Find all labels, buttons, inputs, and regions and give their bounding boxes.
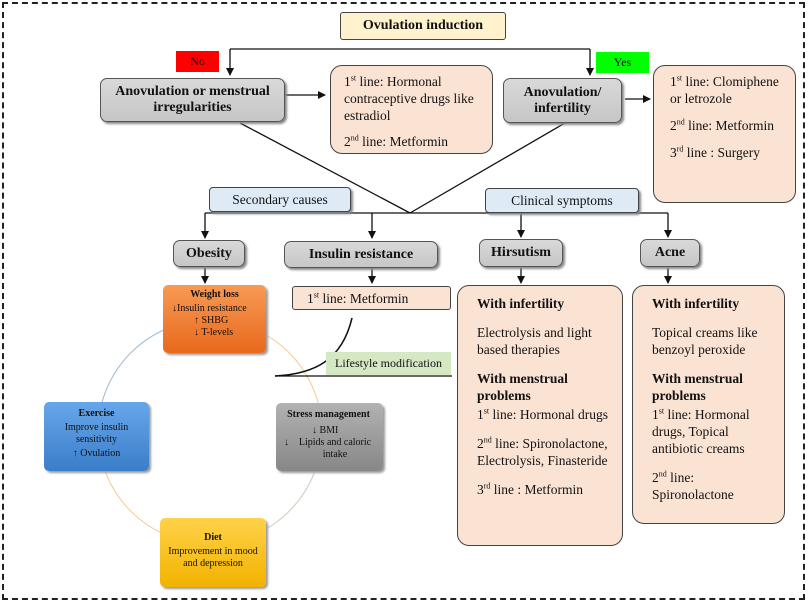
diet-title: Diet [204,532,222,543]
anovulation-menstrual-title: Anovulation or menstrual irregularities [115,84,270,115]
secondary-causes-label: Secondary causes [232,191,328,207]
obesity-box: Obesity [173,240,245,267]
stress-management-title: Stress management [287,409,370,420]
anovulation-infertility-box: Anovulation/ infertility [503,78,622,123]
hirsutism-infertility-text: Electrolysis and light based therapies [477,325,592,357]
no-branch-treatment-box: 1st line: Hormonal contraceptive drugs l… [330,65,493,154]
acne-line1: line: Hormonal drugs, Topical antibiotic… [652,407,750,456]
insulin-resistance-treatment-box: 1st line: Metformin [292,286,451,310]
acne-detail-box: With infertility Topical creams like ben… [632,285,785,524]
hirsutism-line1: line: Hormonal drugs [492,407,608,422]
yes-branch-line3: line : Surgery [686,145,761,160]
arrow-down-icon: ↓ [312,425,317,436]
obesity-title: Obesity [186,245,232,261]
hirsutism-detail-box: With infertility Electrolysis and light … [457,285,623,546]
arrow-up-icon: ↑ [194,315,199,326]
hirsutism-menstrual-heading: With menstrual problems [477,371,568,403]
clinical-symptoms-label: Clinical symptoms [511,192,613,208]
yes-label: Yes [596,52,649,73]
weight-loss-title: Weight loss [190,289,239,300]
acne-box: Acne [640,239,700,267]
no-label: No [176,51,219,72]
clinical-symptoms-box: Clinical symptoms [485,188,639,213]
hirsutism-title: Hirsutism [491,245,551,260]
hirsutism-box: Hirsutism [479,239,563,267]
no-branch-line2: line: Metformin [362,134,448,149]
exercise-box: Exercise Improve insulin sensitivity ↑ O… [44,402,149,471]
no-branch-line1: line: Hormonal contraceptive drugs like … [344,74,474,123]
insulin-resistance-title: Insulin resistance [308,246,414,262]
acne-line2: line: Spironolactone [652,470,734,502]
yes-branch-treatment-box: 1st line: Clomiphene or letrozole 2nd li… [653,65,796,203]
anovulation-menstrual-box: Anovulation or menstrual irregularities [100,78,285,122]
yes-branch-line1: line: Clomiphene or letrozole [670,74,779,106]
lifestyle-modification-label: Lifestyle modification [335,356,442,370]
acne-infertility-text: Topical creams like benzoyl peroxide [652,325,758,357]
exercise-text: Improve insulin sensitivity [64,422,129,445]
yes-branch-line2: line: Metformin [688,118,774,133]
diet-box: Diet Improvement in mood and depression [160,518,266,587]
acne-infertility-heading: With infertility [652,296,740,311]
page-title: Ovulation induction [362,18,484,33]
exercise-title: Exercise [78,408,115,419]
arrow-down-icon: ↓ [284,437,289,448]
hirsutism-line3: line : Metformin [493,482,584,497]
hirsutism-line2: line: Spironolactone, Electrolysis, Fina… [477,436,608,468]
acne-menstrual-heading: With menstrual problems [652,371,743,403]
acne-title: Acne [654,245,686,260]
hirsutism-infertility-heading: With infertility [477,296,565,311]
stress-management-box: Stress management ↓ BMI ↓Lipids and calo… [276,403,383,471]
title-box: Ovulation induction [340,12,506,40]
diet-text: Improvement in mood and depression [168,546,258,569]
secondary-causes-box: Secondary causes [209,187,351,212]
arrow-up-icon: ↑ [72,448,78,459]
insulin-resistance-line1: line: Metformin [322,291,409,306]
insulin-resistance-box: Insulin resistance [284,241,438,268]
anovulation-infertility-title: Anovulation/ infertility [523,84,602,116]
weight-loss-box: Weight loss ↓Insulin resistance ↑ SHBG ↓… [163,285,266,353]
arrow-down-icon: ↓ [194,327,199,338]
arrow-down-icon: ↓ [172,303,177,314]
lifestyle-modification-box: Lifestyle modification [326,352,451,375]
